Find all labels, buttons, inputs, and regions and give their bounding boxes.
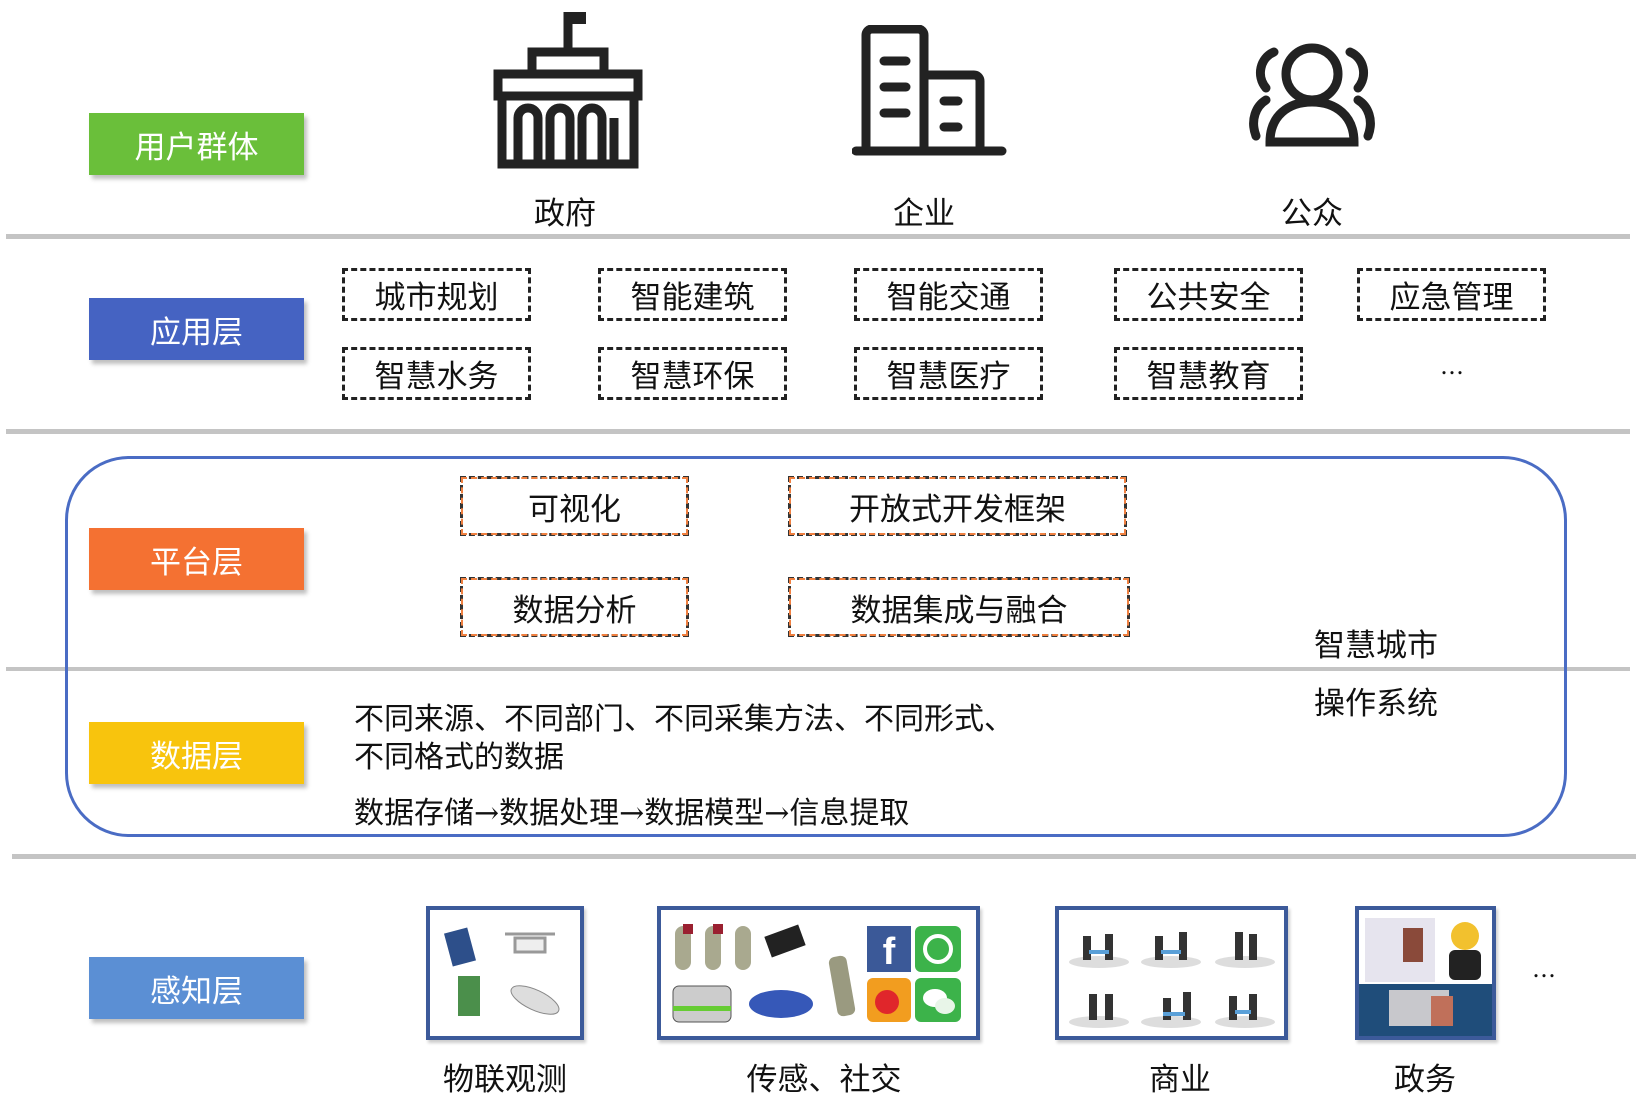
user-group-government: 政府	[534, 196, 596, 232]
layer-label-platform: 平台层	[89, 528, 304, 590]
people-icon	[1249, 43, 1375, 147]
data-description-line2: 不同格式的数据	[354, 740, 564, 775]
iot-observation-image	[426, 906, 584, 1040]
perception-label-sensing-social: 传感、社交	[746, 1062, 902, 1098]
app-box: 城市规划	[342, 268, 531, 321]
perception-label-government-affairs: 政务	[1394, 1062, 1456, 1098]
app-box: 智慧环保	[598, 347, 787, 400]
sensing-social-image: f	[657, 906, 980, 1040]
platform-box: 开放式开发框架	[788, 476, 1127, 536]
app-box: 智慧教育	[1114, 347, 1303, 400]
smart-city-os-container	[65, 456, 1567, 837]
perception-more: …	[1532, 955, 1556, 983]
separator-line	[6, 234, 1630, 239]
layer-label-perception: 感知层	[89, 957, 304, 1019]
separator-line	[12, 854, 1636, 859]
separator-line	[6, 429, 1630, 434]
layer-label-users: 用户群体	[89, 113, 304, 175]
applications-more: …	[1440, 352, 1464, 380]
platform-box: 可视化	[460, 476, 689, 536]
government-affairs-image	[1355, 906, 1496, 1040]
data-pipeline: 数据存储→数据处理→数据模型→信息提取	[354, 796, 910, 831]
app-box: 公共安全	[1114, 268, 1303, 321]
user-group-enterprise: 企业	[893, 196, 955, 232]
perception-label-business: 商业	[1149, 1062, 1211, 1098]
office-building-icon	[852, 25, 1007, 156]
app-box: 智慧水务	[342, 347, 531, 400]
perception-label-iot: 物联观测	[443, 1062, 567, 1098]
os-label-line1: 智慧城市	[1314, 620, 1438, 665]
data-description-line1: 不同来源、不同部门、不同采集方法、不同形式、	[354, 702, 1014, 737]
app-box: 应急管理	[1357, 268, 1546, 321]
os-label-line2: 操作系统	[1314, 686, 1438, 722]
platform-box: 数据集成与融合	[788, 577, 1130, 637]
svg-text:f: f	[883, 931, 896, 973]
app-box: 智慧医疗	[854, 347, 1043, 400]
app-box: 智能交通	[854, 268, 1043, 321]
app-box: 智能建筑	[598, 268, 787, 321]
user-group-public: 公众	[1281, 196, 1343, 232]
platform-box: 数据分析	[460, 577, 689, 637]
separator-line	[6, 667, 1630, 671]
government-building-icon	[493, 12, 643, 169]
business-image	[1055, 906, 1288, 1040]
layer-label-application: 应用层	[89, 298, 304, 360]
